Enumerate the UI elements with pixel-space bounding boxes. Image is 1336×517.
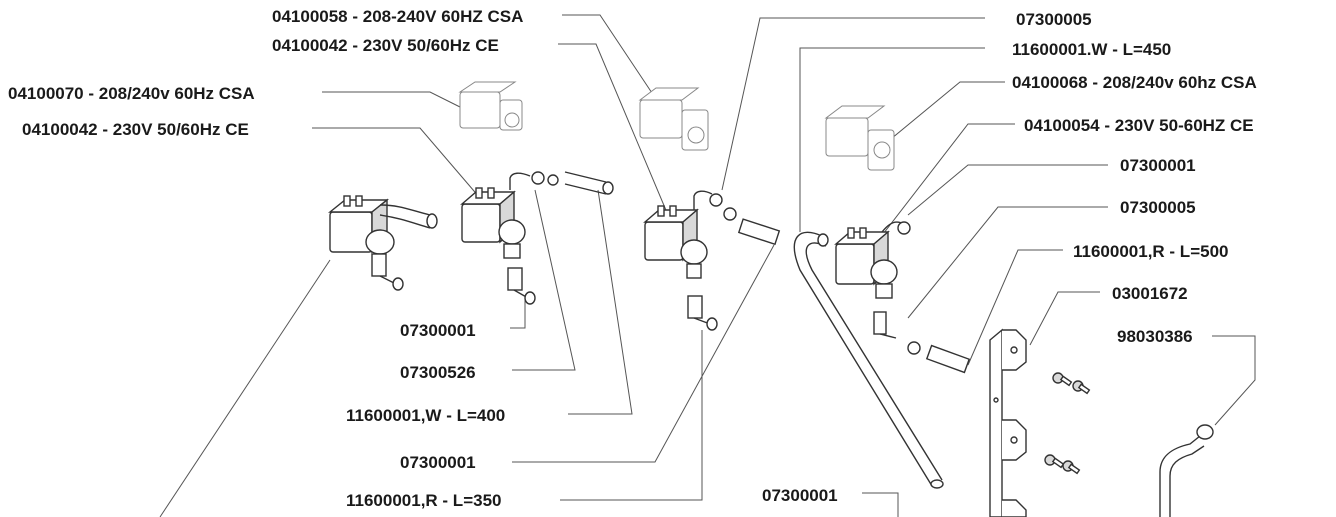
label-04100042-top: 04100042 - 230V 50/60Hz CE <box>272 36 499 55</box>
label-07300526: 07300526 <box>400 363 476 382</box>
label-11600001-r-350: 11600001,R - L=350 <box>346 491 501 510</box>
label-04100042-left: 04100042 - 230V 50/60Hz CE <box>22 120 249 139</box>
label-07300005-top: 07300005 <box>1016 10 1092 29</box>
label-07300001-right-a: 07300001 <box>1120 156 1196 175</box>
coil-variant-csa-middle <box>638 87 709 151</box>
label-11600001-r-500: 11600001,R - L=500 <box>1073 242 1228 261</box>
solenoid-valve-middle <box>643 190 781 331</box>
label-07300005-right: 07300005 <box>1120 198 1196 217</box>
label-98030386: 98030386 <box>1117 327 1193 346</box>
solenoid-valve-right <box>834 221 971 374</box>
label-04100068: 04100068 - 208/240v 60hz CSA <box>1012 73 1257 92</box>
coil-variant-csa-left <box>458 81 523 131</box>
mounting-bracket <box>989 328 1027 517</box>
label-11600001-w-400: 11600001,W - L=400 <box>346 406 505 425</box>
label-04100058: 04100058 - 208-240V 60HZ CSA <box>272 7 523 26</box>
label-04100070: 04100070 - 208/240v 60Hz CSA <box>8 84 255 103</box>
hose-long <box>793 231 944 489</box>
label-07300001-mid-b: 07300001 <box>400 453 476 472</box>
screws <box>1044 372 1091 475</box>
solenoid-valve-second <box>460 171 614 305</box>
label-11600001-w-450: 11600001.W - L=450 <box>1012 40 1171 59</box>
label-07300001-bottom: 07300001 <box>762 486 838 505</box>
label-04100054: 04100054 - 230V 50-60HZ CE <box>1024 116 1254 135</box>
solenoid-valve-left <box>328 195 438 291</box>
label-07300001-mid-a: 07300001 <box>400 321 476 340</box>
leader-lines <box>159 14 1256 517</box>
label-03001672: 03001672 <box>1112 284 1188 303</box>
pipe-98030386 <box>1159 424 1214 517</box>
coil-variant-csa-right <box>824 105 895 171</box>
